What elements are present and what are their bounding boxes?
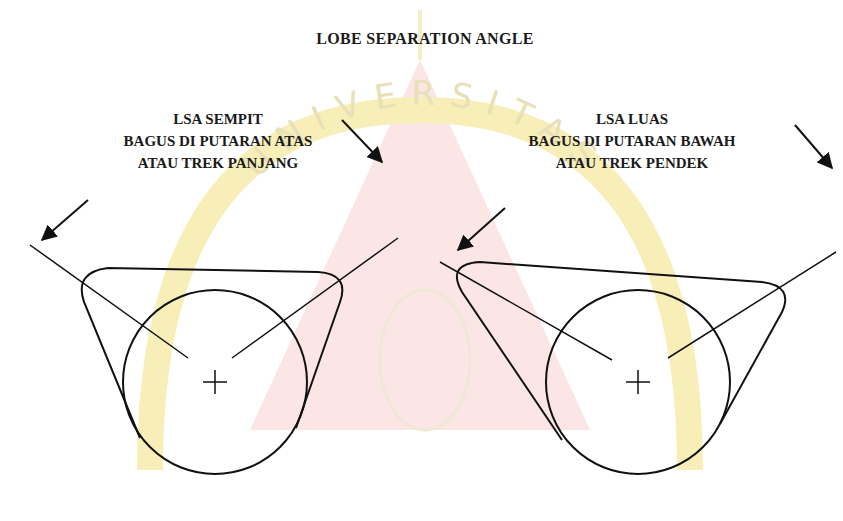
- annotation-label: ATAU TREK PANJANG: [138, 154, 299, 172]
- watermark-logo: [150, 10, 690, 470]
- cam-right: [440, 252, 836, 474]
- annotation-label: BAGUS DI PUTARAN BAWAH: [529, 132, 736, 150]
- diagram-title: LOBE SEPARATION ANGLE: [316, 30, 533, 48]
- cam-left: [30, 238, 398, 474]
- annotation-label: BAGUS DI PUTARAN ATAS: [124, 132, 313, 150]
- annotation-label: LSA SEMPIT: [173, 110, 263, 128]
- leader-arrows: [42, 120, 832, 250]
- annotation-label: ATAU TREK PENDEK: [556, 154, 709, 172]
- annotation-label: LSA LUAS: [596, 110, 668, 128]
